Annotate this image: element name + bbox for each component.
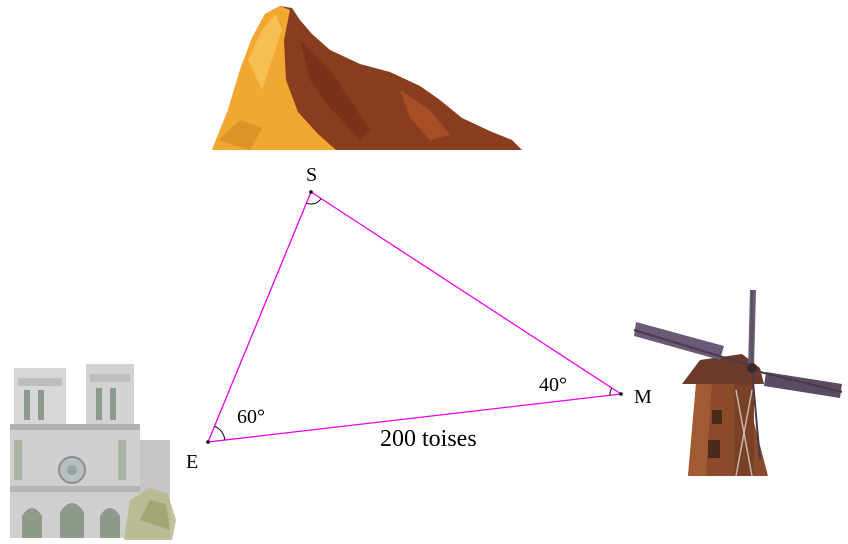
angle-arc-E xyxy=(214,425,226,441)
vertex-M xyxy=(619,392,623,396)
vertex-S xyxy=(309,190,313,194)
angle-arc-S xyxy=(306,198,322,205)
vertex-E xyxy=(206,440,210,444)
point-label-S: S xyxy=(306,164,317,186)
angle-label-M: 40° xyxy=(539,374,567,396)
point-label-E: E xyxy=(186,451,198,473)
angle-label-E: 60° xyxy=(237,406,265,428)
point-label-M: M xyxy=(634,386,652,408)
side-ES xyxy=(207,191,312,443)
triangle xyxy=(207,191,622,443)
mountain-picture xyxy=(212,6,522,150)
side-SM xyxy=(310,191,622,395)
cathedral-picture xyxy=(10,364,176,540)
side-label-EM: 200 toises xyxy=(380,426,477,452)
angle-arc-M xyxy=(609,387,613,396)
windmill-picture xyxy=(633,290,843,477)
side-EM xyxy=(207,393,622,443)
